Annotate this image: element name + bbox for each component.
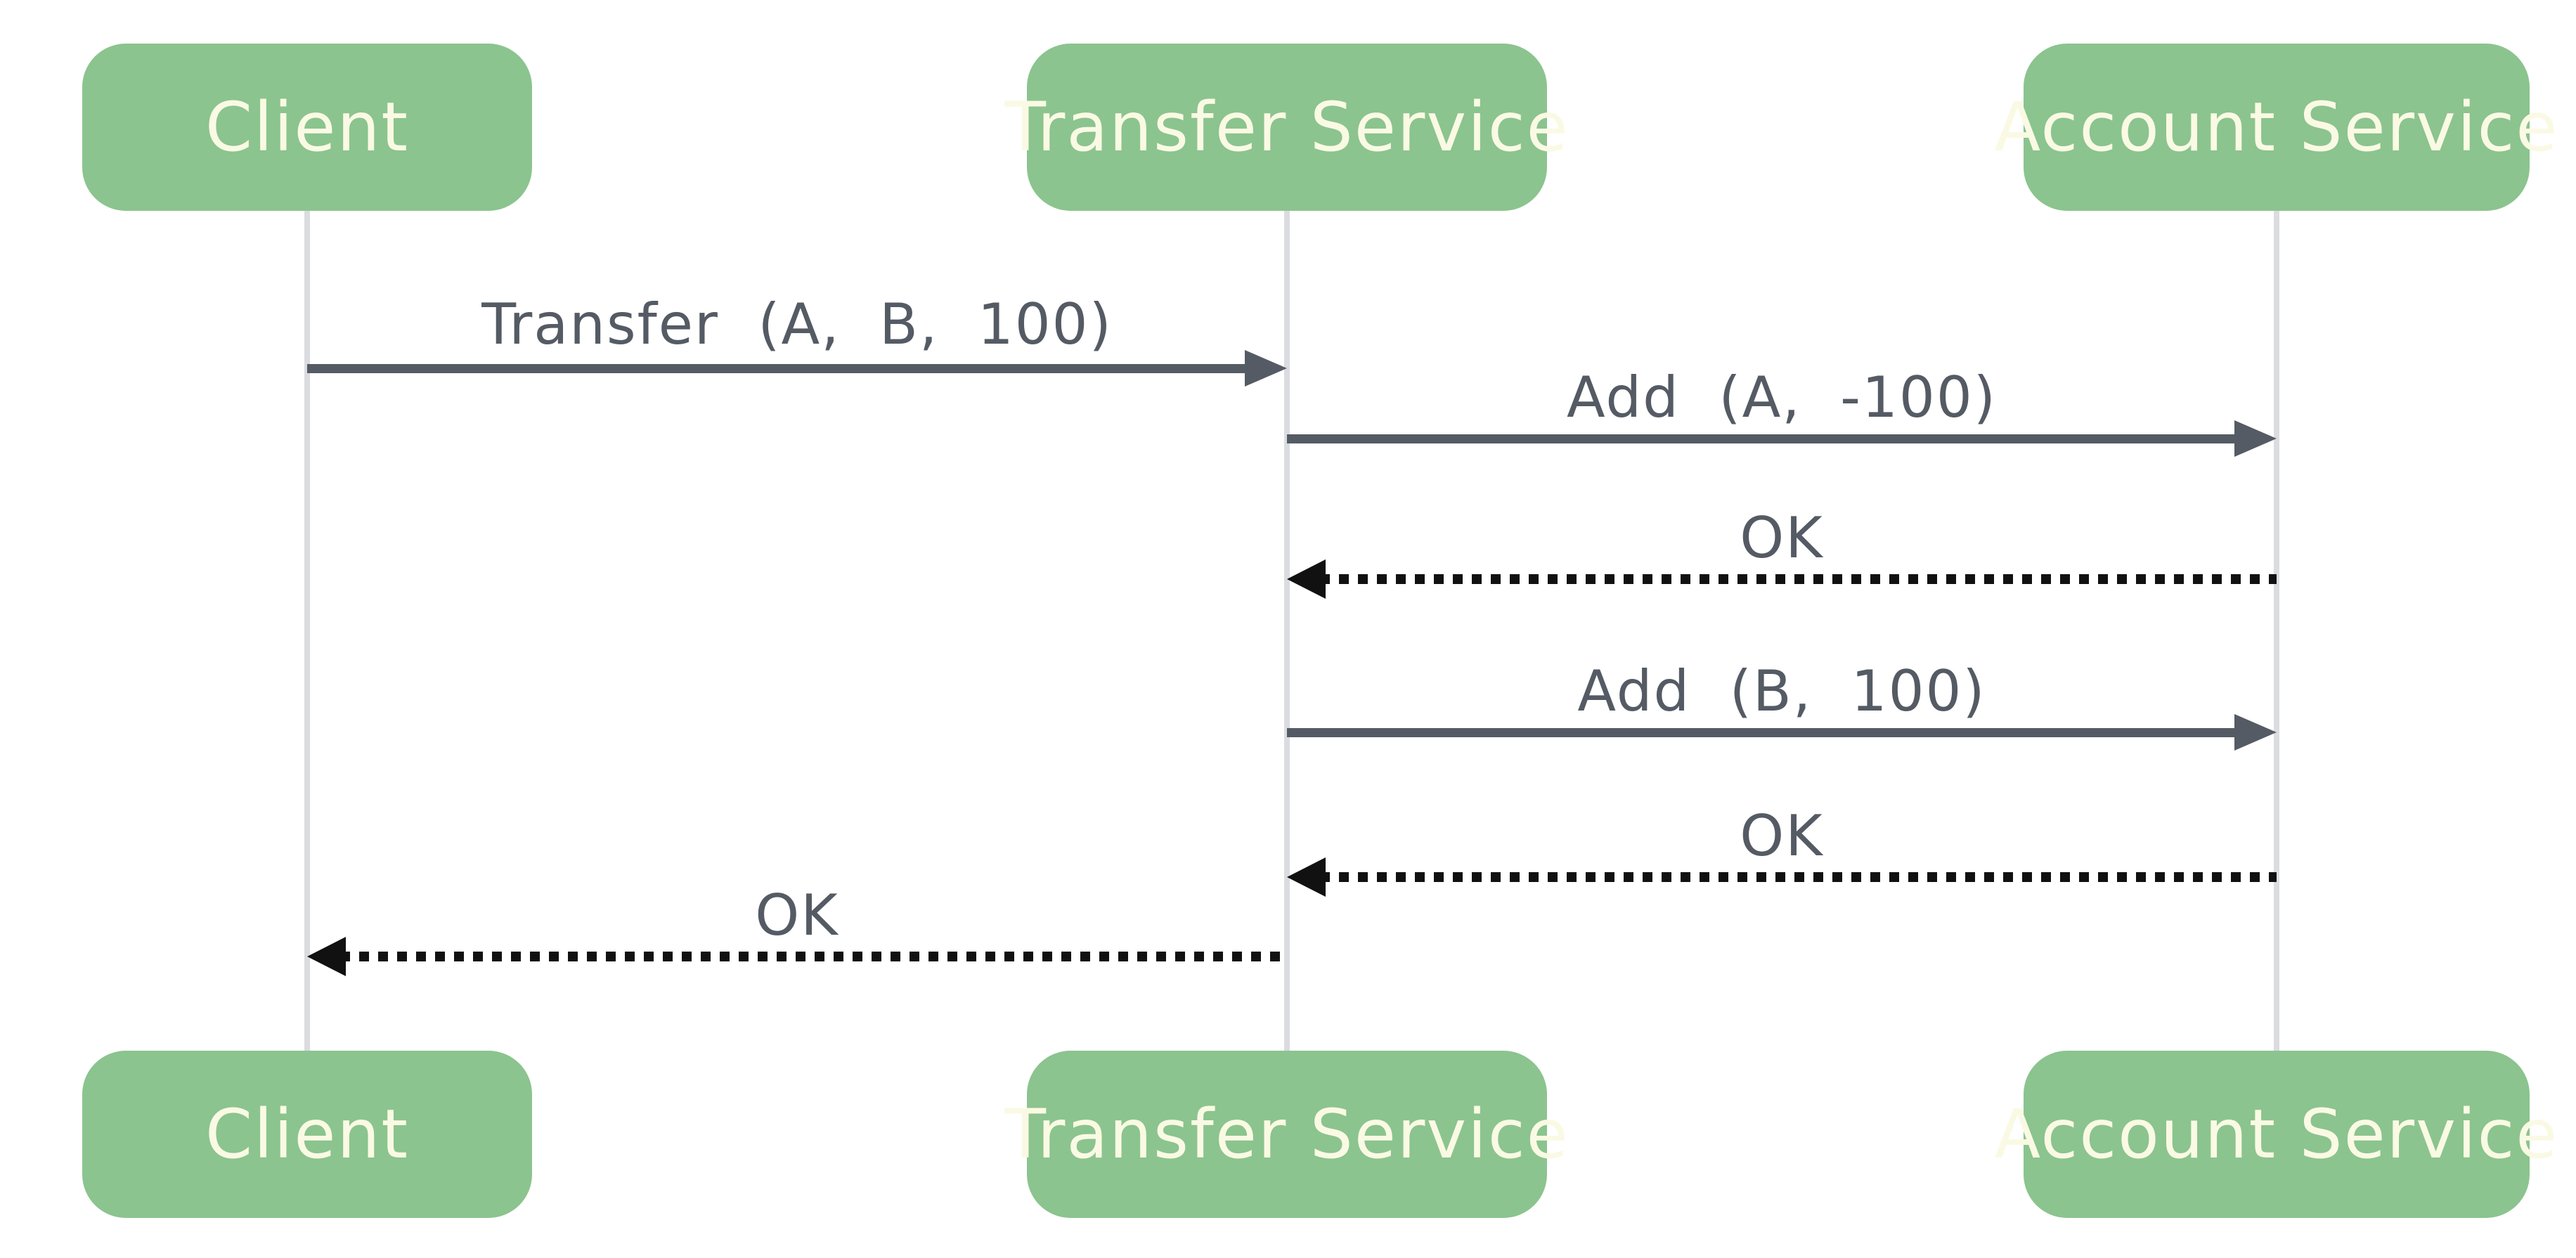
lifeline-transfer-service [1284,211,1290,1051]
actor-box-transfer-service-top: Transfer Service [1004,44,1568,211]
message-label-ok-1: OK [1740,505,1824,571]
message-label-ok-3: OK [755,883,839,948]
actor-label-account-service: Account Service [1994,1095,2559,1174]
arrowhead-right-icon [1245,350,1287,387]
actor-box-account-service-top: Account Service [1995,44,2557,211]
arrowhead-left-icon [1287,857,1326,897]
actor-label-client: Client [205,88,409,167]
message-label-add-a: Add (A, -100) [1567,365,1997,430]
message-label-ok-2: OK [1740,803,1824,869]
message-label-add-b: Add (B, 100) [1577,659,1986,724]
actor-label-transfer-service: Transfer Service [1004,88,1569,167]
arrowhead-right-icon [2234,714,2277,751]
message-line-ok-2 [1320,872,2277,882]
message-line-ok-1 [1320,574,2277,584]
message-line-transfer [307,364,1248,373]
arrowhead-left-icon [307,937,346,976]
message-line-add-b [1287,728,2238,737]
message-label-transfer: Transfer (A, B, 100) [481,292,1113,357]
lifeline-client [304,211,310,1051]
arrowhead-left-icon [1287,559,1326,599]
message-line-add-a [1287,434,2238,443]
actor-box-transfer-service-bottom: Transfer Service [1004,1051,1568,1218]
arrowhead-right-icon [2234,420,2277,457]
actor-box-account-service-bottom: Account Service [1995,1051,2557,1218]
actor-label-account-service: Account Service [1994,88,2559,167]
actor-box-client-top: Client [82,44,532,211]
message-line-ok-3 [340,952,1287,961]
actor-label-transfer-service: Transfer Service [1004,1095,1569,1174]
actor-label-client: Client [205,1095,409,1174]
lifeline-account-service [2274,211,2279,1051]
actor-box-client-bottom: Client [82,1051,532,1218]
